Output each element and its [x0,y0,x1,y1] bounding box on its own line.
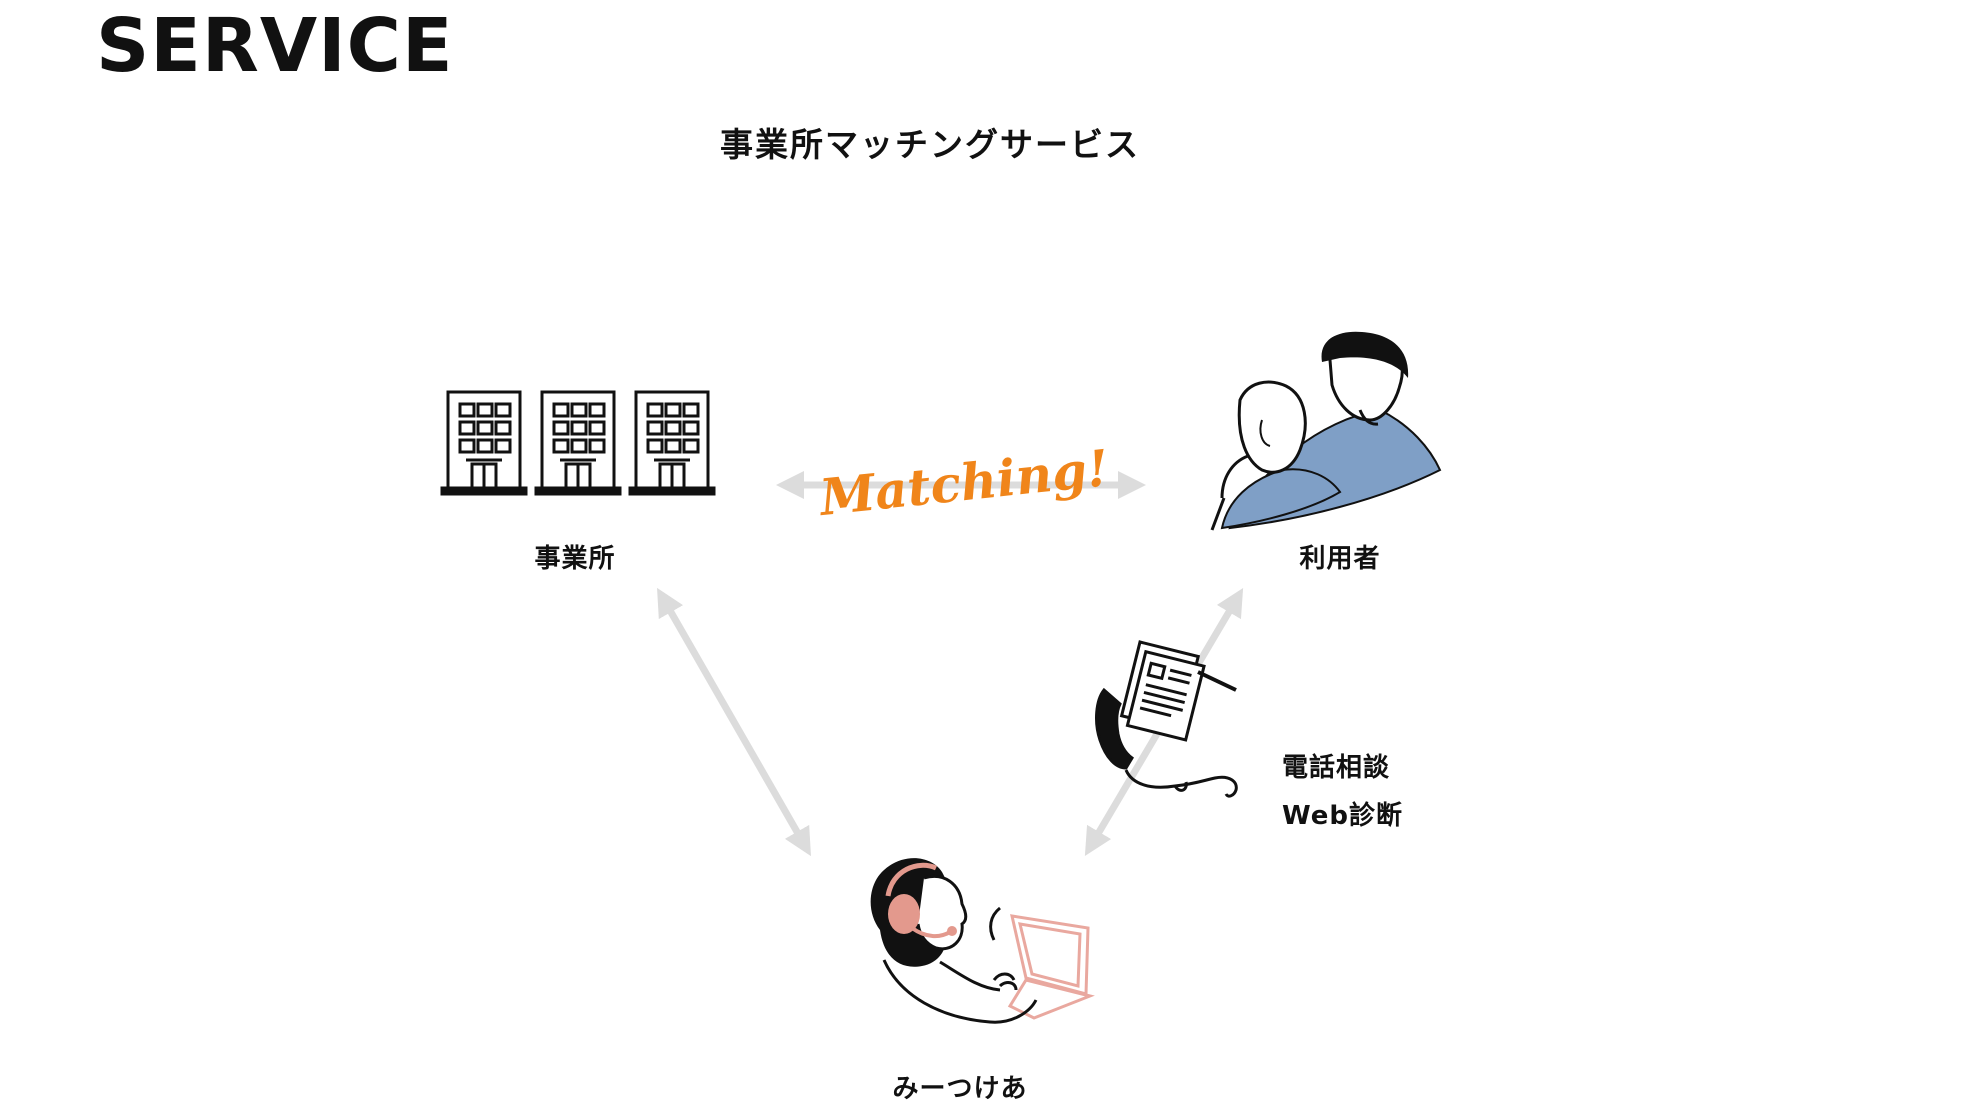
miicare-label: みーつけあ [892,1074,1028,1104]
office-buildings-icon [440,390,716,496]
matching-label: Matching! [815,438,1111,527]
user-label: 利用者 [1299,544,1381,574]
elderly-and-caregiver-icon [1210,331,1442,531]
phone-consultation-label: 電話相談 [1282,753,1391,783]
office-label: 事業所 [534,544,616,574]
diagram-title: 事業所マッチングサービス [720,125,1140,164]
phone-and-document-icon [1095,640,1238,798]
consultation-labels: 電話相談 Web診断 [1282,744,1403,840]
section-heading: SERVICE [96,3,454,89]
web-diagnosis-label: Web診断 [1282,801,1403,831]
operator-with-headset-icon [870,858,1095,1024]
office-miicare-arrow [657,587,811,857]
